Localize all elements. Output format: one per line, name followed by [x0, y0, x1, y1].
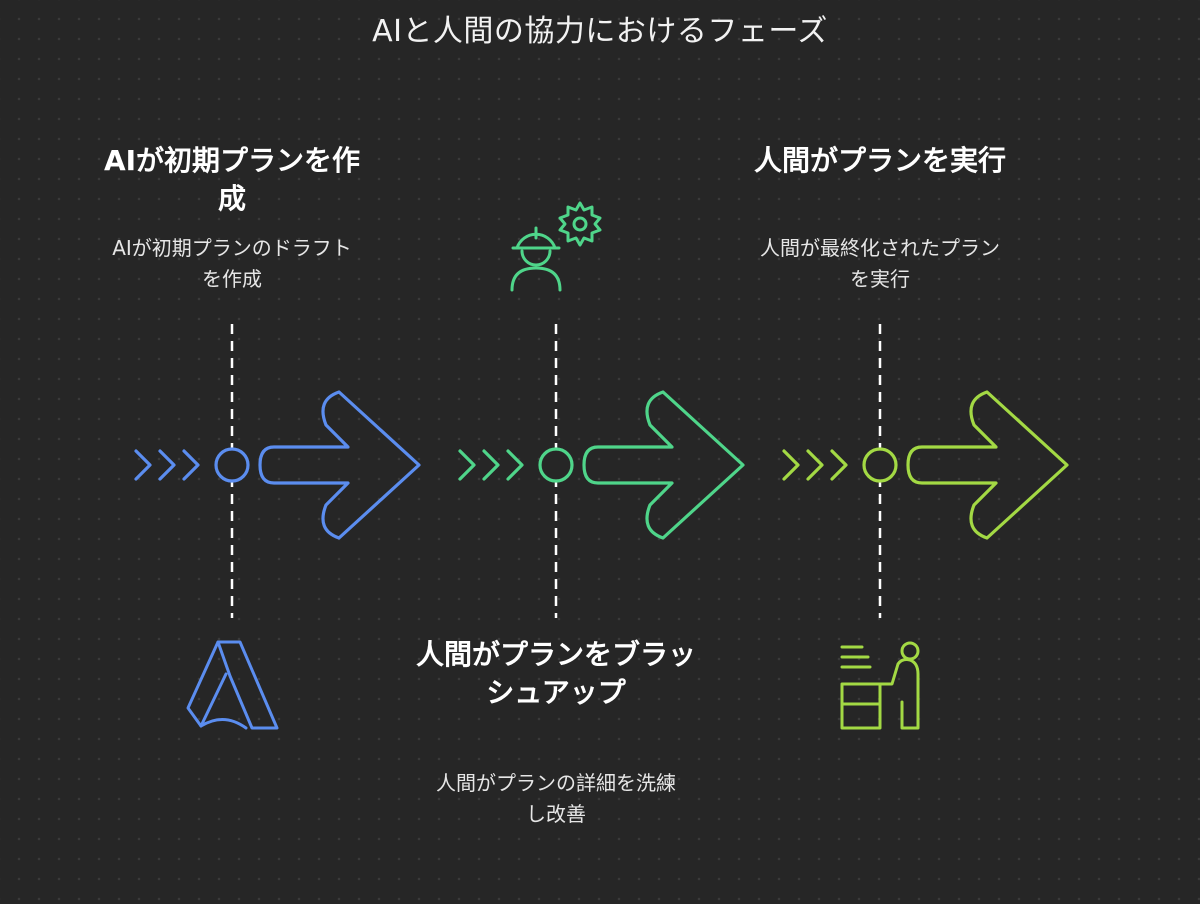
- phase-2-title: 人間がプランをブラッシュアップ: [416, 638, 697, 709]
- phase-1-node: [214, 447, 250, 483]
- phase-2-description: 人間がプランの詳細を洗練し改善: [436, 771, 676, 826]
- phase-2-arrow: [582, 390, 745, 540]
- chevron-1c: [182, 449, 200, 481]
- ai-letter-a-icon: [186, 640, 279, 730]
- chevron-3b: [806, 449, 824, 481]
- person-at-desk-icon: [840, 641, 920, 730]
- phase-1-description: AIが初期プランのドラフトを作成: [112, 236, 352, 291]
- phase-3-arrow: [906, 390, 1069, 540]
- phase-3-node: [862, 447, 898, 483]
- phase-2-node: [538, 447, 574, 483]
- phase-3-flow: [782, 324, 1069, 618]
- chevron-3c: [830, 449, 848, 481]
- phase-1-flow: [134, 324, 421, 618]
- chevron-2c: [506, 449, 524, 481]
- chevron-1b: [158, 449, 176, 481]
- chevron-2a: [458, 449, 476, 481]
- worker-with-gear-icon: [510, 201, 602, 292]
- phase-1-title: AIが初期プランを作成: [103, 144, 361, 215]
- chevron-3a: [782, 449, 800, 481]
- chevron-2b: [482, 449, 500, 481]
- chevron-1a: [134, 449, 152, 481]
- diagram-title: AIと人間の協力におけるフェーズ: [372, 14, 828, 49]
- phase-2-flow: [458, 324, 745, 618]
- phase-3-description: 人間が最終化されたプランを実行: [760, 236, 1000, 291]
- phase-3-title: 人間がプランを実行: [753, 144, 1006, 177]
- phase-1-arrow: [258, 390, 421, 540]
